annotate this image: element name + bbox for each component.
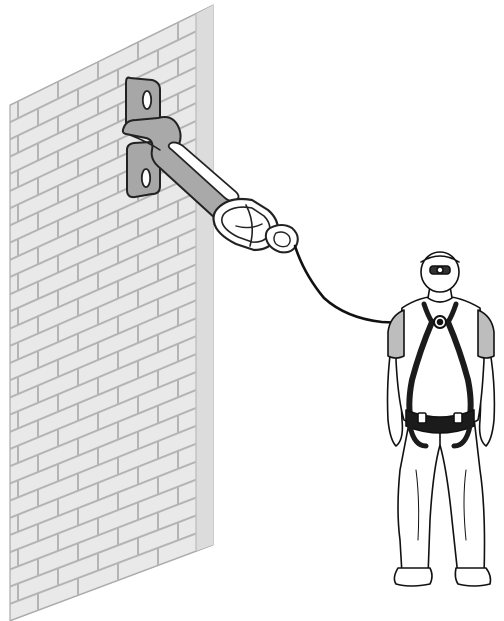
- carabiner-icon: [214, 199, 298, 252]
- brick-wall-icon: [10, 5, 213, 621]
- worker-in-harness-icon: [388, 252, 495, 586]
